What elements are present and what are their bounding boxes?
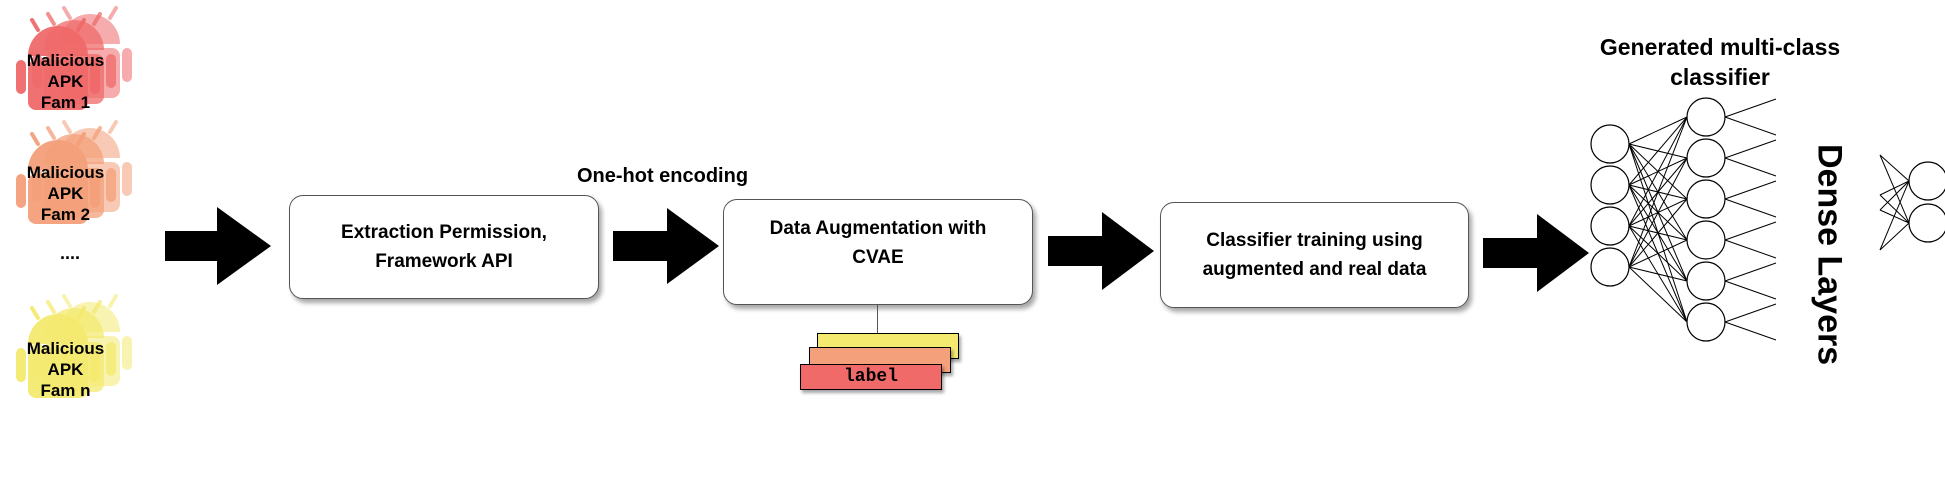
label-tag-text: label <box>843 367 898 387</box>
neuron-node <box>1686 138 1726 178</box>
augmentation-step: Data Augmentation with CVAE <box>723 199 1033 305</box>
network-edge <box>1724 221 1777 241</box>
neuron-node <box>1590 165 1630 205</box>
network-edge <box>1724 321 1777 341</box>
malware-family-1: Malicious APK Fam 1 <box>8 2 148 112</box>
network-edge <box>1724 180 1777 200</box>
network-edge <box>1628 157 1688 268</box>
network-edge <box>1724 198 1777 218</box>
network-edge <box>1879 154 1910 224</box>
android-robot-icon <box>16 6 132 110</box>
neuron-node <box>1908 203 1945 243</box>
network-edge <box>1628 266 1688 282</box>
neuron-node <box>1686 261 1726 301</box>
arrow-right-icon <box>1048 212 1154 290</box>
malware-family-n: Malicious APK Fam n <box>8 290 148 400</box>
network-edge <box>1628 116 1688 145</box>
neuron-node <box>1686 97 1726 137</box>
classifier-title-line: Generated multi-class <box>1599 34 1841 60</box>
network-edge <box>1628 116 1688 268</box>
network-edge <box>1879 180 1910 251</box>
neural-network <box>1590 97 1945 342</box>
network-edges <box>1628 98 1910 341</box>
neuron-node <box>1686 220 1726 260</box>
augmentation-step-label: Data Augmentation with CVAE <box>769 218 987 268</box>
extraction-step-label: Extraction Permission, Framework API <box>341 222 547 272</box>
connector-line <box>877 304 878 334</box>
family-label-line: Fam n <box>40 381 91 400</box>
training-step: Classifier training using augmented and … <box>1160 202 1469 308</box>
neuron-node <box>1590 206 1630 246</box>
family-label-line: Fam 1 <box>40 93 91 112</box>
classifier-title: Generated multi-class classifier <box>1570 32 1870 92</box>
family-label-line: APK <box>47 360 84 379</box>
network-edge <box>1628 239 1688 268</box>
arrow-right-icon <box>613 208 719 284</box>
dense-layers-label: Dense Layers <box>1810 144 1849 366</box>
network-edge <box>1724 116 1777 136</box>
neuron-node <box>1590 247 1630 287</box>
family-label-line: Malicious <box>26 339 105 358</box>
android-robot-icon <box>16 294 132 398</box>
family-label-line: Fam 2 <box>40 205 91 224</box>
network-edge <box>1724 303 1777 323</box>
training-step-label: Classifier training using augmented and … <box>1202 230 1427 280</box>
network-edge <box>1724 157 1777 177</box>
network-edge <box>1724 262 1777 282</box>
network-edge <box>1628 116 1688 227</box>
neuron-node <box>1590 124 1630 164</box>
neuron-node <box>1686 179 1726 219</box>
arrow-right-icon <box>1483 214 1589 292</box>
family-label-line: Malicious <box>26 51 105 70</box>
extraction-step: Extraction Permission, Framework API <box>289 195 599 299</box>
network-edge <box>1879 180 1910 211</box>
encoding-caption: One-hot encoding <box>576 165 749 187</box>
network-edge <box>1724 239 1777 259</box>
ellipsis: .... <box>59 243 80 263</box>
family-label-line: APK <box>47 184 84 203</box>
network-edge <box>1628 116 1688 186</box>
network-edge <box>1628 266 1688 323</box>
network-edge <box>1879 180 1910 196</box>
classifier-title-line: classifier <box>1670 64 1770 90</box>
network-edge <box>1628 198 1688 268</box>
network-edge <box>1724 98 1777 118</box>
arrow-right-icon <box>165 207 271 285</box>
neuron-node <box>1908 161 1945 201</box>
label-tag-front: label <box>800 364 942 390</box>
network-edge <box>1879 194 1910 224</box>
network-edge <box>1724 280 1777 300</box>
android-robot-icon <box>16 120 132 224</box>
network-edge <box>1724 139 1777 159</box>
family-label-line: Malicious <box>26 163 105 182</box>
family-label-line: APK <box>47 72 84 91</box>
network-edge <box>1879 154 1910 182</box>
neuron-node <box>1686 302 1726 342</box>
network-edge <box>1879 222 1910 251</box>
malware-family-2: Malicious APK Fam 2 <box>8 116 148 226</box>
